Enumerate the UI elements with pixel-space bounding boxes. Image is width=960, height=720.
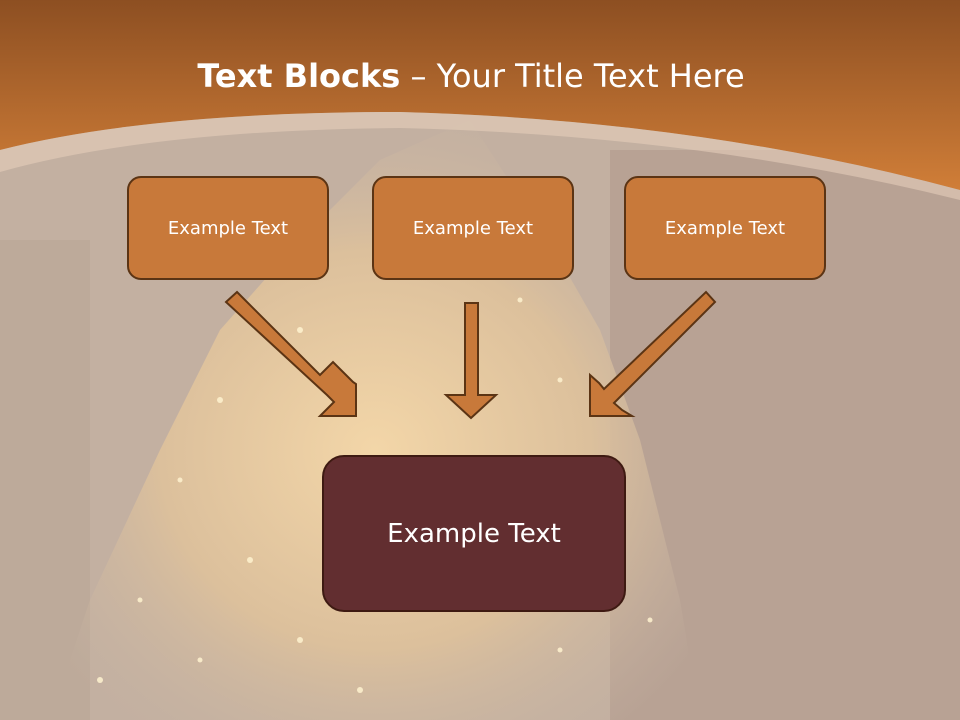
text-block-2[interactable]: Example Text bbox=[372, 176, 574, 280]
arrow-down-center bbox=[443, 302, 499, 420]
main-text-block[interactable]: Example Text bbox=[322, 455, 626, 612]
title-rest-part: – Your Title Text Here bbox=[400, 57, 745, 95]
slide-title: Text Blocks – Your Title Text Here bbox=[0, 56, 942, 96]
arrow-right-diagonal bbox=[589, 290, 717, 417]
title-bold-part: Text Blocks bbox=[197, 57, 401, 95]
text-block-3[interactable]: Example Text bbox=[624, 176, 826, 280]
text-block-1[interactable]: Example Text bbox=[127, 176, 329, 280]
arrow-left-diagonal bbox=[224, 290, 357, 417]
